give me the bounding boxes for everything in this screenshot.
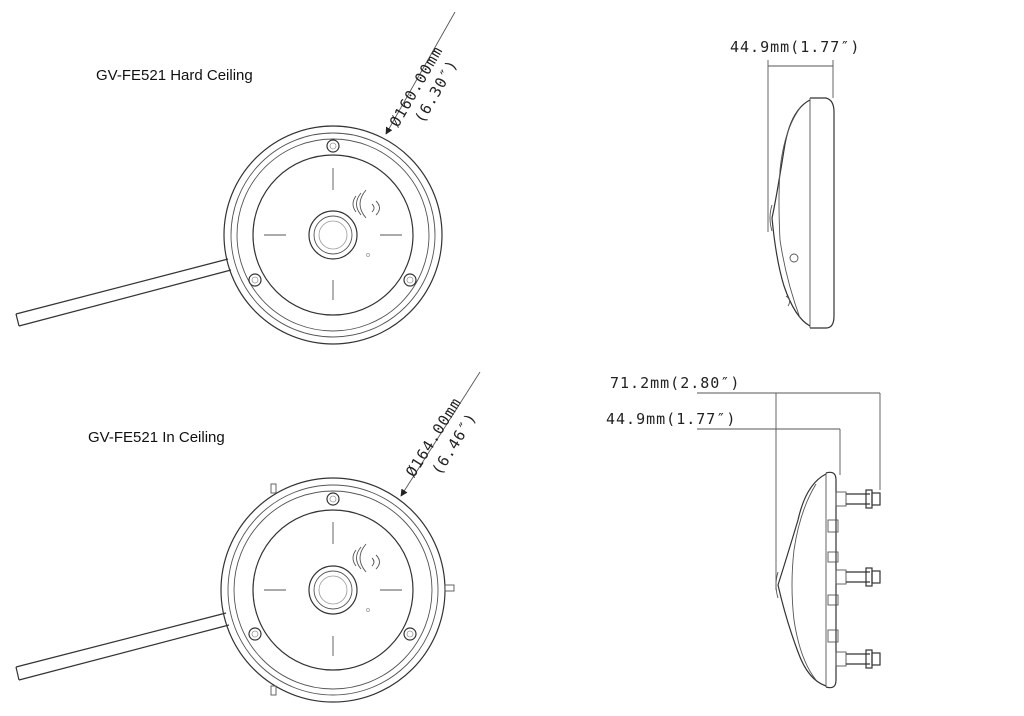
in-ceiling-outer-rim	[220, 477, 446, 703]
hard-ceiling-screw	[326, 139, 340, 153]
in-ceiling-screw	[326, 492, 340, 506]
hard-ceiling-depth-label: 44.9mm(1.77″)	[730, 38, 860, 56]
in-ceiling-screw	[248, 627, 262, 641]
in-ceiling-cable	[15, 612, 230, 681]
in-ceiling-screw	[403, 627, 417, 641]
hard-ceiling-title: GV-FE521 Hard Ceiling	[96, 67, 253, 84]
in-ceiling-body-depth-label: 44.9mm(1.77″)	[606, 410, 736, 428]
in-ceiling-diameter-dimension: Ø164.00mm (6.46″)	[400, 371, 481, 497]
in-ceiling-inner-dome	[252, 509, 414, 671]
hard-ceiling-screw	[403, 273, 417, 287]
hard-ceiling-inner-dome	[252, 154, 414, 316]
hard-ceiling-lens	[308, 210, 358, 260]
mounting-bolt	[827, 551, 881, 606]
hard-ceiling-cable	[15, 258, 232, 327]
in-ceiling-title: GV-FE521 In Ceiling	[88, 429, 225, 446]
in-ceiling-side-view: 71.2mm(2.80″) 44.9mm(1.77″)	[606, 374, 881, 689]
in-ceiling-total-depth-label: 71.2mm(2.80″)	[610, 374, 740, 392]
hard-ceiling-outer-rim	[223, 125, 443, 345]
hard-ceiling-screw	[248, 273, 262, 287]
mounting-bolt	[827, 489, 881, 533]
in-ceiling-front-view: GV-FE521 In Ceiling	[15, 371, 481, 703]
hard-ceiling-diameter-dimension: Ø160.00mm (6.30″)	[385, 11, 462, 135]
sensor-icon	[352, 543, 380, 612]
sensor-icon	[352, 189, 380, 257]
hard-ceiling-side-view: 44.9mm(1.77″)	[730, 38, 860, 329]
side-flange	[825, 471, 837, 689]
hard-ceiling-front-view: GV-FE521 Hard Ceiling	[15, 11, 462, 345]
in-ceiling-lens	[308, 565, 358, 615]
side-base-plate	[810, 97, 835, 329]
mounting-bolt	[827, 629, 881, 669]
side-dome-profile	[777, 473, 827, 687]
